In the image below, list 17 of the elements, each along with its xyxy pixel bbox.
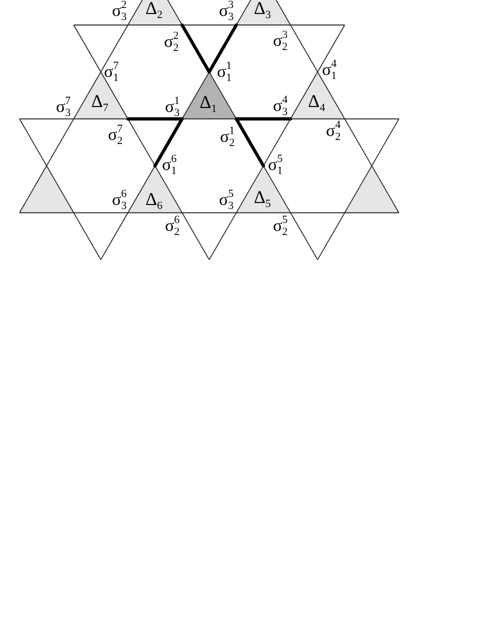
triangle-label: Δ$_{7}$ bbox=[91, 93, 108, 114]
triangle bbox=[128, 0, 182, 25]
triangle-label: Δ$_{6}$ bbox=[145, 191, 163, 212]
triangle-label: Δ$_{2}$ bbox=[145, 0, 163, 20]
connector-line bbox=[234, 117, 265, 168]
connector-line bbox=[180, 23, 211, 74]
triangle-label: Δ$_{5}$ bbox=[254, 189, 271, 210]
triangle-label: Δ$_{3}$ bbox=[254, 0, 271, 20]
triangle bbox=[344, 166, 399, 213]
triangle bbox=[236, 0, 290, 25]
connector-line bbox=[208, 23, 238, 74]
connector-line bbox=[234, 117, 292, 120]
triangle bbox=[20, 166, 74, 213]
triangle-label: Δ$_{1}$ bbox=[200, 94, 217, 114]
connector-line bbox=[153, 117, 184, 168]
triangle-label: Δ$_{4}$ bbox=[308, 93, 326, 114]
connector-line bbox=[126, 117, 184, 120]
